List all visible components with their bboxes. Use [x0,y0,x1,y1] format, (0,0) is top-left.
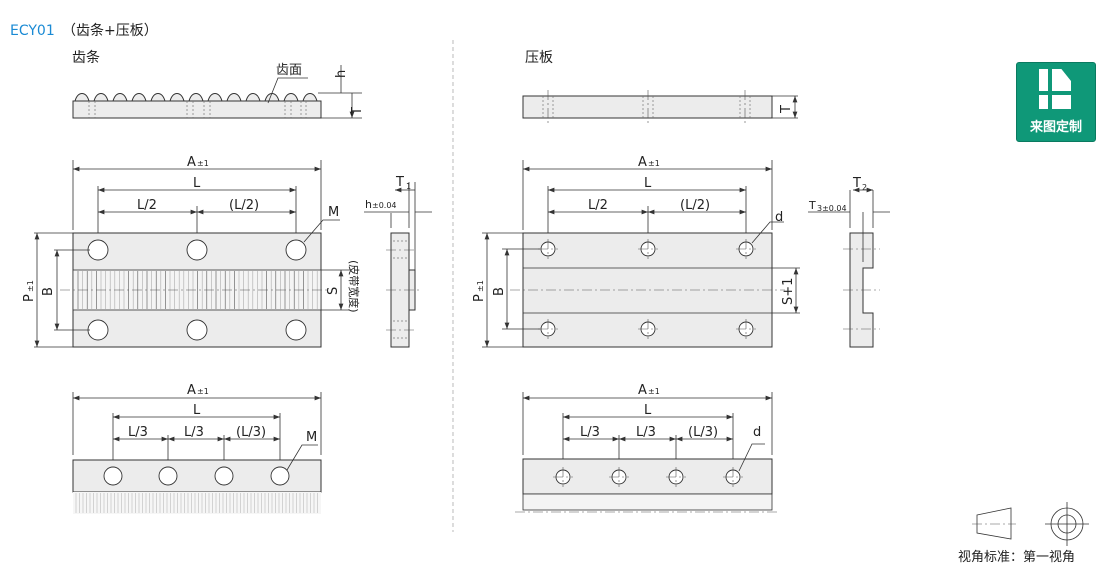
plate-side-view [522,90,798,124]
rack-bottom-view [72,392,322,514]
plate-dim-p-tol: ±1 [476,280,485,292]
end-dim-t1: T [395,175,404,190]
dim-s: S [326,287,341,295]
bottom-dim-l3p: (L/3) [236,425,266,440]
plate-dim-s: S+1 [781,278,796,305]
rack-tooth [112,93,128,102]
bottom-dim-m: M [306,430,317,445]
dim-h: h [334,70,349,78]
end-dim-h-tol: ±0.04 [372,201,397,210]
plate-dim-p: P [472,294,487,302]
belt-width-label: (皮带宽度) [347,260,361,313]
end-dim-h: h [365,198,372,211]
dim-p-tol: ±1 [26,280,35,292]
dim-b: B [41,287,56,296]
bottom-dim-a-tol: ±1 [197,387,209,396]
product-title: （齿条+压板） [62,22,158,39]
bottom-dim-l3-b: L/3 [184,425,204,440]
rack-tooth [74,93,90,102]
dim-l2: L/2 [137,198,157,213]
rack-tooth [245,93,261,102]
rack-tooth [93,93,109,102]
plate-top-view [482,160,800,348]
plate-bottom-dim-l3-a: L/3 [580,425,600,440]
dim-t1: T [350,107,365,116]
bottom-dim-l3-a: L/3 [128,425,148,440]
rack-tooth [283,93,299,102]
bottom-dim-l: L [193,403,201,418]
plate-dim-l2: L/2 [588,198,608,213]
plate-dim-a-tol: ±1 [648,159,660,168]
dim-m: M [328,205,339,220]
plate-dim-l2p: (L/2) [680,198,710,213]
plate-end-dim-t2: T [852,176,861,191]
plate-dim-l: L [644,176,652,191]
first-angle-projection-icon [972,502,1089,546]
rack-tooth [169,93,185,102]
dim-p: P [22,294,37,302]
rack-tooth [302,93,318,102]
end-dim-t1-sub: 1 [406,182,411,191]
view-standard-label: 视角标准：第一视角 [958,550,1075,565]
plate-dim-b: B [492,287,507,296]
rack-side-view [72,65,362,118]
dim-l2p: (L/2) [229,198,259,213]
plate-dim-a: A [638,155,647,170]
plate-heading: 压板 [525,50,553,66]
dim-l: L [193,176,201,191]
plate-end-dim-t3: T [808,199,816,212]
rack-tooth [131,93,147,102]
tooth-face-label: 齿面 [276,63,302,78]
rack-tooth [226,93,242,102]
badge-label: 来图定制 [1029,120,1082,135]
dim-a: A [187,155,196,170]
custom-drawing-badge[interactable]: 来图定制 [1016,62,1096,142]
plate-bottom-view [515,392,780,513]
plate-end-dim-t2-sub: 2 [862,183,867,192]
bottom-dim-a: A [187,383,196,398]
plate-bottom-dim-a-tol: ±1 [648,387,660,396]
rack-tooth [264,93,280,102]
plate-end-dim-t3-sub: 3±0.04 [817,204,847,213]
plate-dim-t2: T [779,105,794,114]
rack-heading: 齿条 [72,49,100,66]
plate-bottom-dim-l3p: (L/3) [688,425,718,440]
rack-end-view [364,182,432,348]
plate-bottom-dim-l3-b: L/3 [636,425,656,440]
plate-bottom-dim-a: A [638,383,647,398]
rack-tooth [188,93,204,102]
product-code: ECY01 [10,23,55,39]
plate-end-view [808,187,890,348]
plate-bottom-dim-d: d [753,425,761,440]
plate-dim-d: d [775,210,783,225]
custom-drawing-icon [1039,69,1071,109]
dim-a-tol: ±1 [197,159,209,168]
rack-tooth [150,93,166,102]
plate-bottom-dim-l: L [644,403,652,418]
rack-tooth [207,93,223,102]
rack-top-view [34,160,350,348]
